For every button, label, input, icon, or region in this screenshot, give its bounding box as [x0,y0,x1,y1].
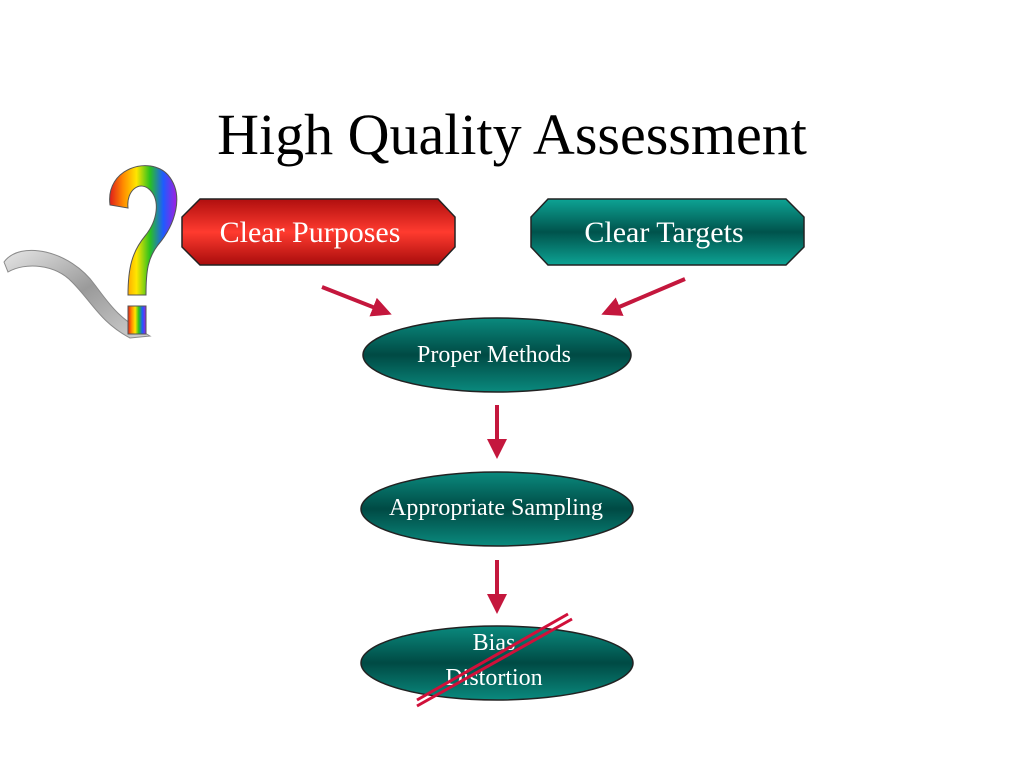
slide-title: High Quality Assessment [217,102,807,167]
clear-targets-label: Clear Targets [584,216,743,249]
rainbow-question-mark-icon [109,165,178,335]
distortion-label: Distortion [445,665,542,691]
red-strike-through-icon [416,612,573,708]
arrow-purposes-to-methods [321,285,392,317]
appropriate-sampling-label: Appropriate Sampling [389,495,603,521]
arrow-targets-to-methods [601,277,686,316]
gray-swoosh-icon [3,249,152,339]
bias-distortion-node: Bias Distortion [360,625,634,701]
proper-methods-label: Proper Methods [417,342,571,368]
clear-purposes-label: Clear Purposes [220,216,401,249]
proper-methods-node: Proper Methods [362,317,632,393]
clear-purposes-box: Clear Purposes [181,198,456,266]
clear-targets-box: Clear Targets [530,198,805,266]
appropriate-sampling-node: Appropriate Sampling [360,471,634,547]
bias-label: Bias [473,630,516,656]
